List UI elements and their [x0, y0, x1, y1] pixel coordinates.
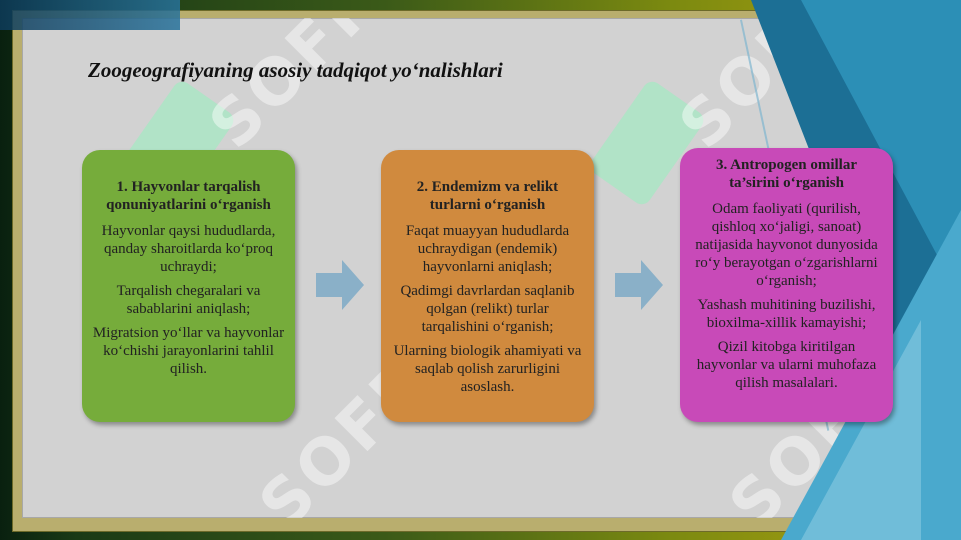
card-item: Hayvonlar qaysi hududlarda, qanday sharo… — [101, 223, 276, 275]
card-item: Migratsion yo‘llar va hayvonlar ko‘chish… — [92, 325, 285, 377]
watermark-text: SOFF — [195, 18, 393, 164]
card-item: Faqat muayyan hududlarda uchraydigan (en… — [405, 223, 570, 275]
card-heading: 3. Antropogen omillar ta’sirini o‘rganis… — [716, 157, 857, 191]
card-item: Ularning biologik ahamiyati va saqlab qo… — [393, 343, 582, 395]
card-item: Qadimgi davrlardan saqlanib qolgan (reli… — [400, 283, 575, 335]
card-anthropogenic: 3. Antropogen omillar ta’sirini o‘rganis… — [680, 148, 893, 422]
card-distribution: 1. Hayvonlar tarqalish qonuniyatlarini o… — [82, 150, 295, 422]
card-item: Tarqalish chegaralari va sabablarini ani… — [116, 283, 261, 317]
slide-title: Zoogeografiyaning asosiy tadqiqot yo‘nal… — [88, 58, 503, 82]
card-endemism: 2. Endemizm va relikt turlarni o‘rganish… — [381, 150, 594, 422]
card-heading: 1. Hayvonlar tarqalish qonuniyatlarini o… — [106, 179, 271, 213]
right-arrow-icon — [316, 260, 364, 310]
card-item: Yashash muhitining buzilishi, bioxilma-x… — [697, 297, 876, 331]
card-heading: 2. Endemizm va relikt turlarni o‘rganish — [416, 179, 559, 213]
card-item: Odam faoliyati (qurilish, qishloq xo‘jal… — [695, 201, 878, 289]
top-left-accent — [0, 0, 180, 30]
card-item: Qizil kitobga kiritilgan hayvonlar va ul… — [696, 339, 877, 391]
right-arrow-icon — [615, 260, 663, 310]
